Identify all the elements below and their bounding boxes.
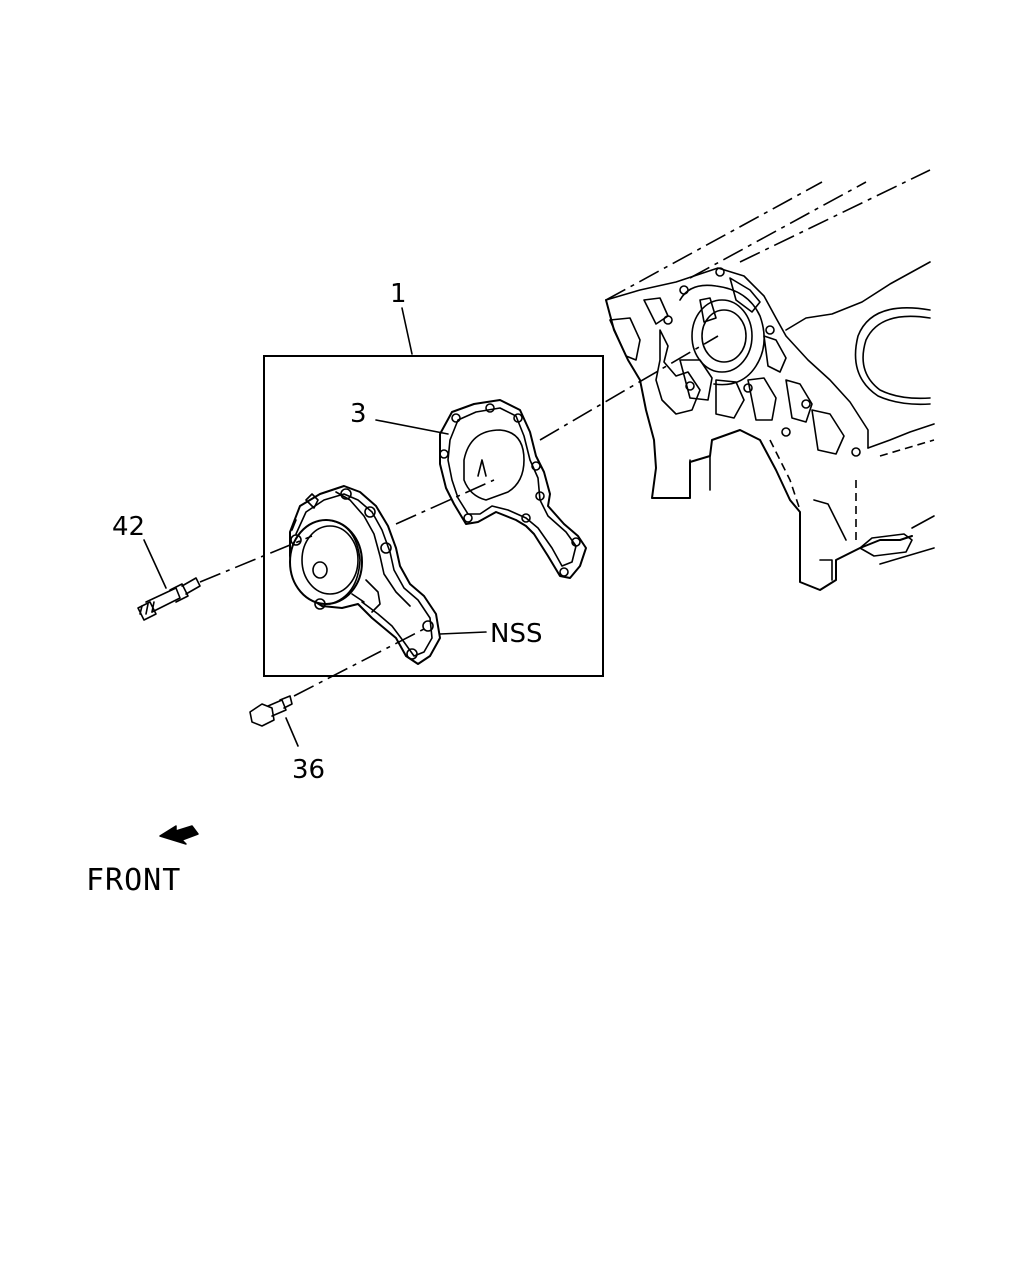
alignment-lines — [199, 335, 719, 697]
engine-block-drawing — [605, 169, 935, 591]
assembly-box — [263, 355, 604, 677]
front-label: FRONT — [86, 863, 181, 898]
callout-36: 36 — [292, 755, 325, 785]
callout-1: 1 — [390, 279, 407, 309]
water-pump-drawing — [289, 485, 441, 665]
callout-3: 3 — [350, 399, 367, 429]
stud-drawing — [137, 577, 201, 621]
bolt-drawing — [249, 695, 293, 727]
front-arrow-icon — [159, 825, 199, 845]
callout-nss: NSS — [490, 619, 542, 649]
callout-42: 42 — [112, 512, 145, 542]
gasket-drawing — [439, 399, 587, 579]
leader-lines — [143, 307, 487, 747]
